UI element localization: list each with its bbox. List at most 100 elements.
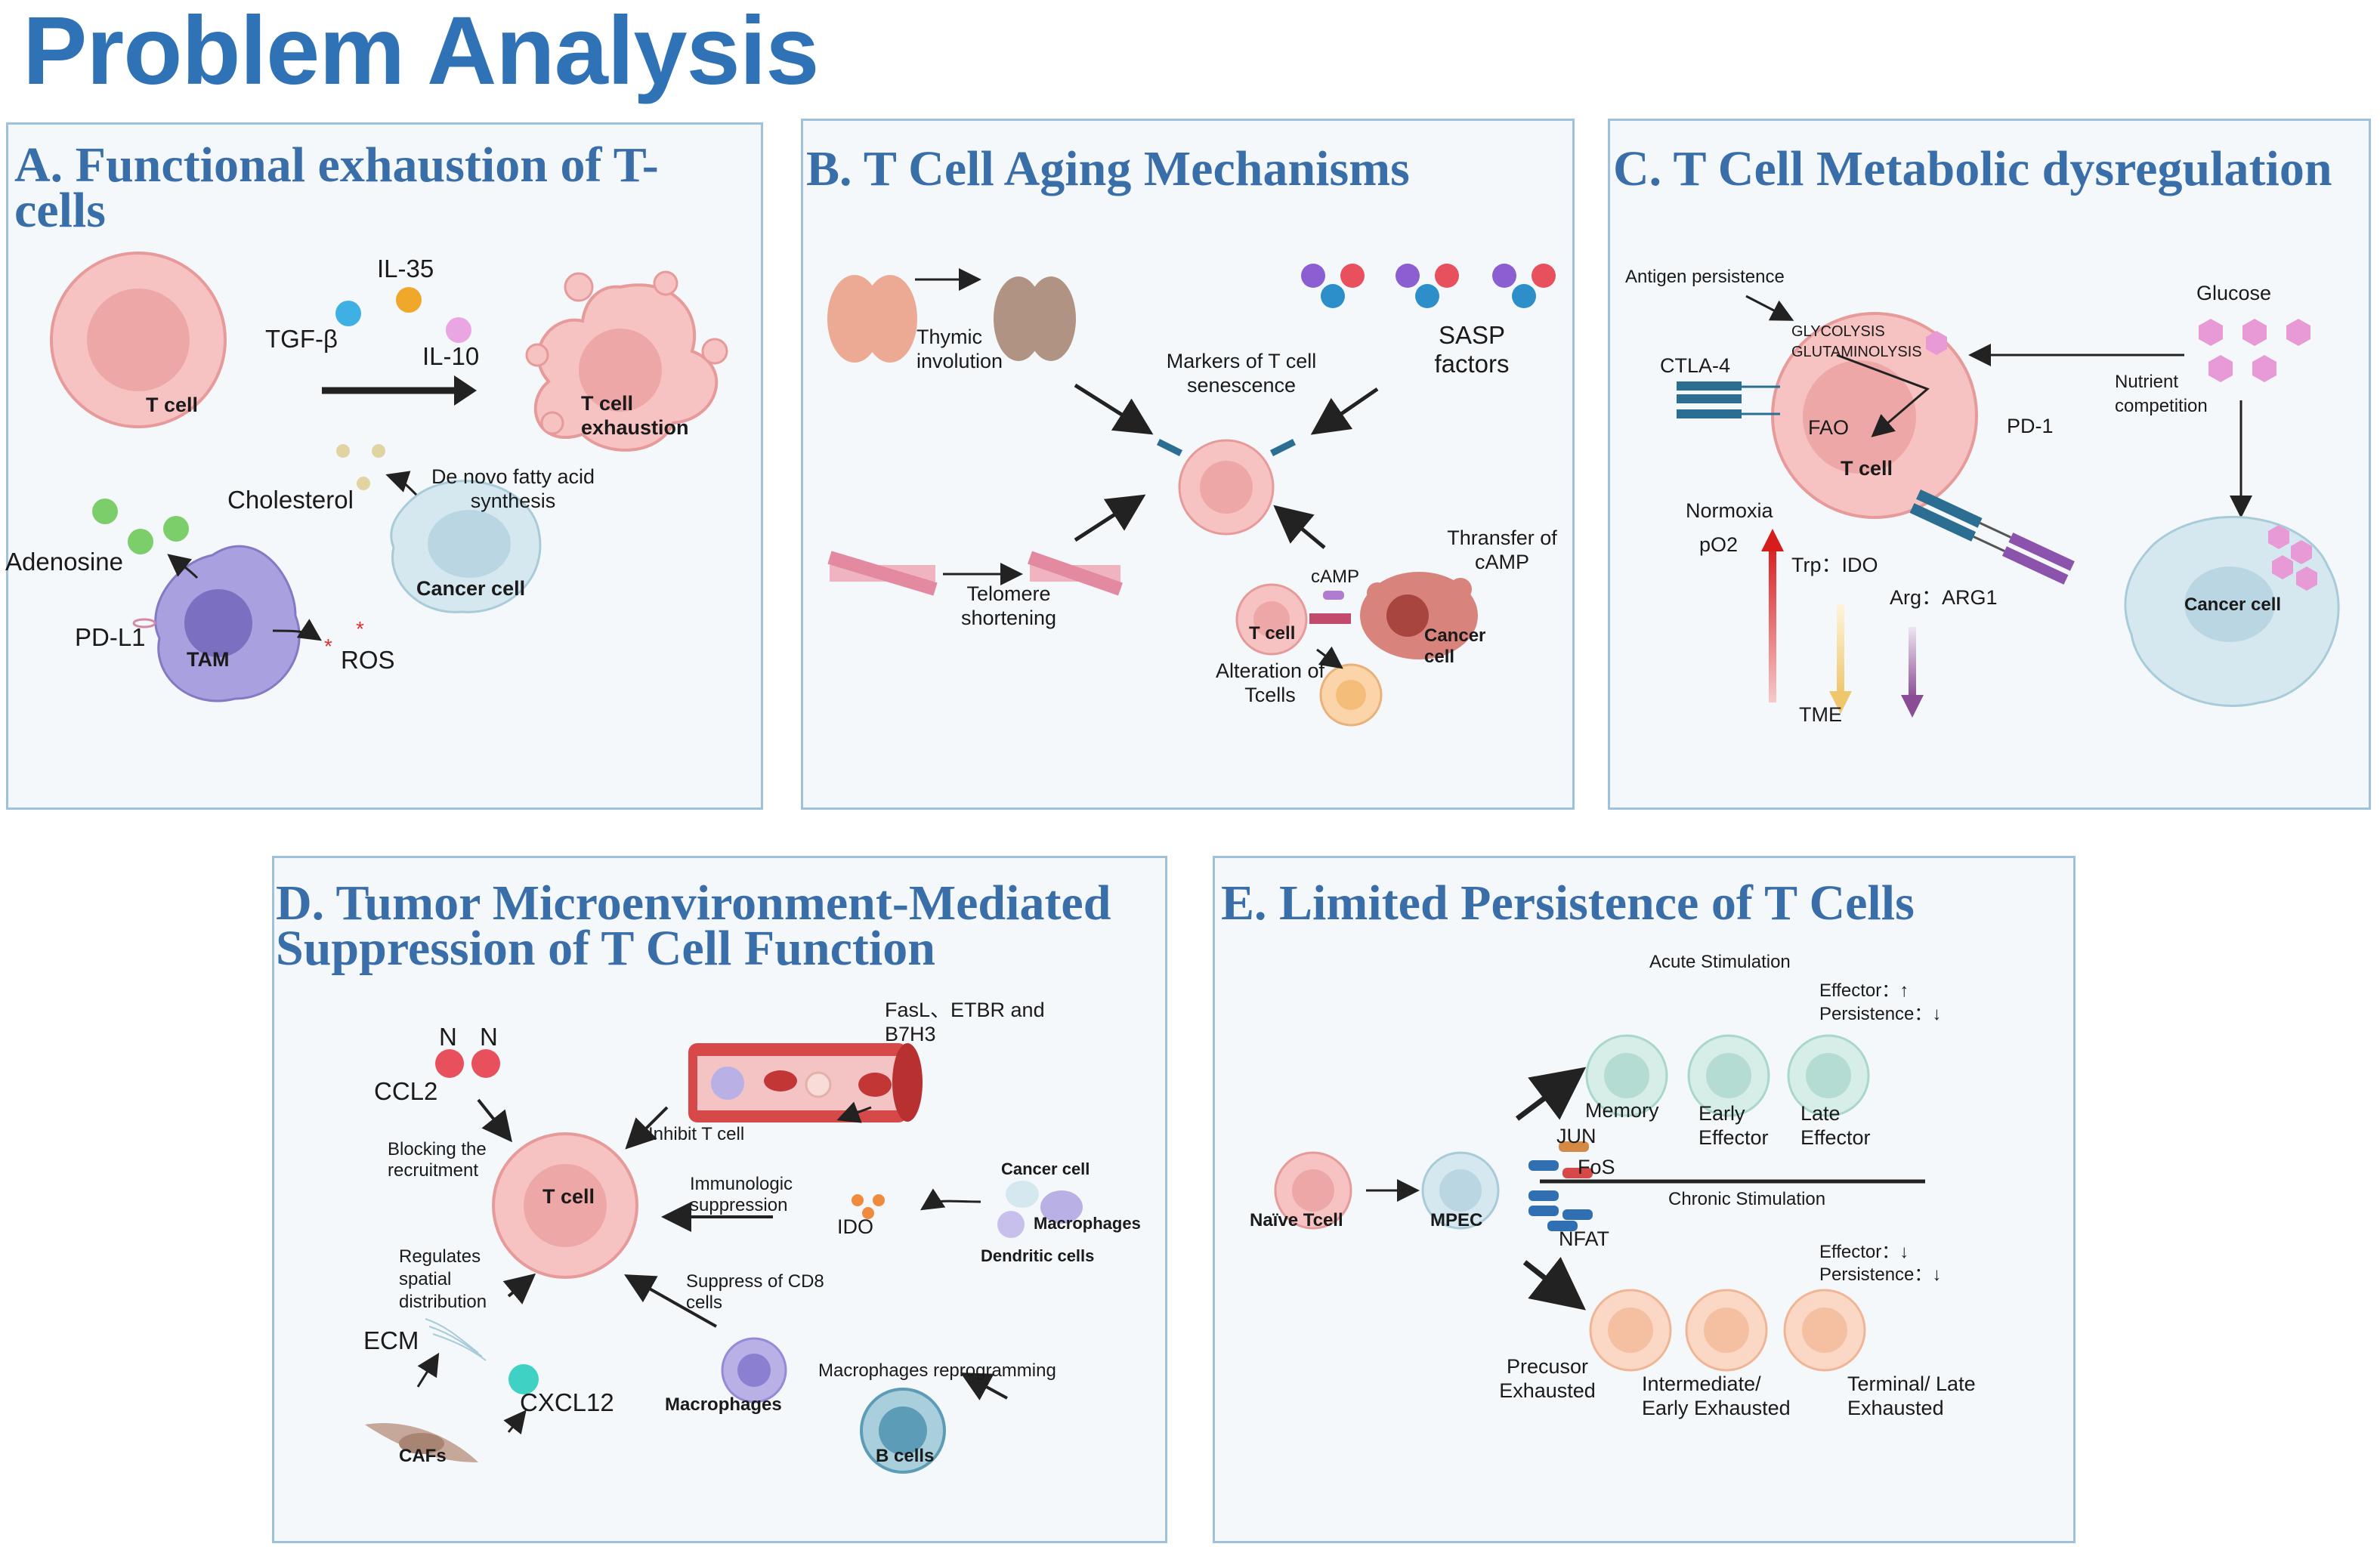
- precursor-exhausted-icon: [1589, 1289, 1672, 1372]
- il10-label: IL-10: [422, 342, 480, 370]
- nfat-label: NFAT: [1559, 1227, 1609, 1250]
- po2-label: pO2: [1699, 533, 1739, 556]
- small-t-cell-label: T cell: [1249, 623, 1296, 644]
- effector-down-label: Effector：↓: [1819, 1242, 1909, 1262]
- tgf-dot-icon: [335, 301, 361, 326]
- panel-e-title: E. Limited Persistence of T Cells: [1221, 875, 1915, 931]
- terminal-label: Terminal/ Late Exhausted: [1847, 1372, 1976, 1419]
- fos-label: FoS: [1578, 1156, 1615, 1178]
- jun-label: JUN: [1556, 1125, 1596, 1147]
- cancer-cell-label: Cancer cell: [416, 577, 526, 600]
- svg-text:*: *: [324, 635, 332, 658]
- persistence-down-label: Persistence：↓: [1819, 1004, 1942, 1024]
- persistence-down2-label: Persistence：↓: [1819, 1264, 1942, 1285]
- intermediate-exhausted-icon: [1685, 1289, 1768, 1372]
- panel-b: B. T Cell Aging Mechanisms Thymic involu: [801, 119, 1575, 810]
- t-cell-label-d: T cell: [542, 1185, 595, 1208]
- pd1-label: PD-1: [2007, 415, 2054, 437]
- tgf-label: TGF-β: [265, 325, 338, 353]
- macrophages-icon: [721, 1337, 787, 1403]
- cafs-label: CAFs: [399, 1446, 447, 1466]
- fasl-label: FasL、ETBR and B7H3: [885, 999, 1045, 1045]
- late-effector-label: Late Effector: [1800, 1102, 1871, 1149]
- ctla4-receptor-icon: [1677, 381, 1780, 418]
- panel-c-illustration: [1677, 295, 2340, 718]
- memory-label: Memory: [1585, 1099, 1659, 1122]
- tam-label: TAM: [187, 648, 230, 671]
- macrophages-cluster-label: Macrophages: [1034, 1214, 1141, 1233]
- svg-text:*: *: [356, 617, 364, 641]
- late-effector-icon: [1787, 1034, 1870, 1117]
- antigen-label: Antigen persistence: [1625, 267, 1785, 287]
- markers-label: Markers of T cell senescence: [1166, 350, 1317, 397]
- cxcl12-label: CXCL12: [520, 1388, 614, 1416]
- naive-label: Naïve Tcell: [1250, 1210, 1343, 1230]
- t-cell-label: T cell: [146, 394, 199, 416]
- inhibit-label: Inhibit T cell: [648, 1124, 745, 1144]
- camp-label: cAMP: [1311, 567, 1360, 587]
- trp-label: Trp：IDO: [1791, 554, 1878, 576]
- t-cell-exhaustion-label: T cell exhaustion: [581, 392, 689, 439]
- acute-label: Acute Stimulation: [1649, 952, 1791, 972]
- thymic-label: Thymic involution: [916, 326, 1003, 372]
- early-effector-icon: [1687, 1034, 1770, 1117]
- suppress-label: Suppress of CD8 cells: [686, 1271, 824, 1313]
- precursor-label: Precusor Exhausted: [1499, 1355, 1596, 1402]
- cxcl12-dot-icon: [508, 1364, 539, 1394]
- t-cell-icon: [50, 252, 227, 428]
- panel-a-illustration: * *: [50, 252, 728, 702]
- panel-d-illustration: [365, 1043, 1083, 1474]
- transfer-label: Thransfer of cAMP: [1447, 526, 1557, 573]
- t-cell-exhaustion-icon: [525, 270, 728, 452]
- macro-reprog-label: Macrophages reprogramming: [818, 1360, 1056, 1381]
- immunologic-label: Immunologic suppression: [690, 1174, 793, 1215]
- panel-a-title: A. Functional exhaustion of T-cells: [14, 137, 659, 238]
- alteration-label: Alteration of Tcells: [1215, 659, 1325, 706]
- t-cell-label-c: T cell: [1841, 457, 1893, 480]
- il35-dot-icon: [396, 287, 422, 313]
- tam-icon: [154, 545, 301, 702]
- effector-up-label: Effector：↑: [1819, 980, 1909, 1001]
- intermediate-label: Intermediate/ Early Exhausted: [1642, 1372, 1791, 1419]
- transcription-factor-icon: [1528, 1141, 1593, 1231]
- cancer-cell-icon: [390, 480, 542, 613]
- fao-label: FAO: [1808, 416, 1850, 439]
- exhaustion-arrow-icon: [454, 375, 477, 406]
- ros-label: ROS: [341, 646, 395, 674]
- mpec-label: MPEC: [1430, 1210, 1483, 1230]
- blocking-label: Blocking the recruitment: [388, 1139, 487, 1181]
- nutrient-label: Nutrient competition: [2115, 372, 2208, 416]
- panel-c: C. T Cell Metabolic dysregulation: [1608, 119, 2371, 810]
- cholesterol-label: Cholesterol: [227, 486, 354, 514]
- panel-b-illustration: [827, 264, 1556, 727]
- naive-t-cell-icon: [1274, 1151, 1352, 1230]
- t-cell-icon-d: [492, 1132, 638, 1279]
- involuted-thymus-icon: [994, 276, 1076, 361]
- blood-vessel-icon: [688, 1043, 923, 1122]
- page-title: Problem Analysis: [23, 0, 819, 105]
- pd1-receptor-icon: [1909, 489, 2075, 585]
- glutaminolysis-label: GLUTAMINOLYSIS: [1791, 344, 1922, 360]
- glycolysis-label: GLYCOLYSIS: [1791, 323, 1885, 340]
- thymus-icon: [827, 275, 917, 363]
- panel-b-title: B. T Cell Aging Mechanisms: [806, 141, 1410, 196]
- macrophages-label: Macrophages: [665, 1394, 782, 1415]
- ido-label: IDO: [837, 1215, 874, 1238]
- il10-dot-icon: [446, 317, 471, 343]
- glucose-label: Glucose: [2196, 282, 2272, 304]
- chronic-label: Chronic Stimulation: [1668, 1189, 1826, 1209]
- senescent-t-cell-icon: [1178, 439, 1275, 536]
- n1-label: N: [439, 1023, 457, 1051]
- b-cells-label: B cells: [876, 1446, 935, 1466]
- chromosome-icon: [827, 551, 938, 596]
- ccl2-label: CCL2: [374, 1077, 438, 1105]
- cancer-cell-icon-c: [2124, 516, 2340, 707]
- n2-label: N: [480, 1023, 498, 1051]
- cancer-cell-label-c: Cancer cell: [2184, 594, 2282, 615]
- panel-d: D. Tumor Microenvironment-Mediated Suppr…: [272, 856, 1167, 1543]
- ecm-label: ECM: [363, 1326, 419, 1354]
- panel-e-illustration: [1274, 1034, 1925, 1372]
- mpec-icon: [1421, 1151, 1500, 1230]
- memory-cell-icon: [1585, 1034, 1668, 1117]
- panel-d-title: D. Tumor Microenvironment-Mediated Suppr…: [276, 875, 1111, 976]
